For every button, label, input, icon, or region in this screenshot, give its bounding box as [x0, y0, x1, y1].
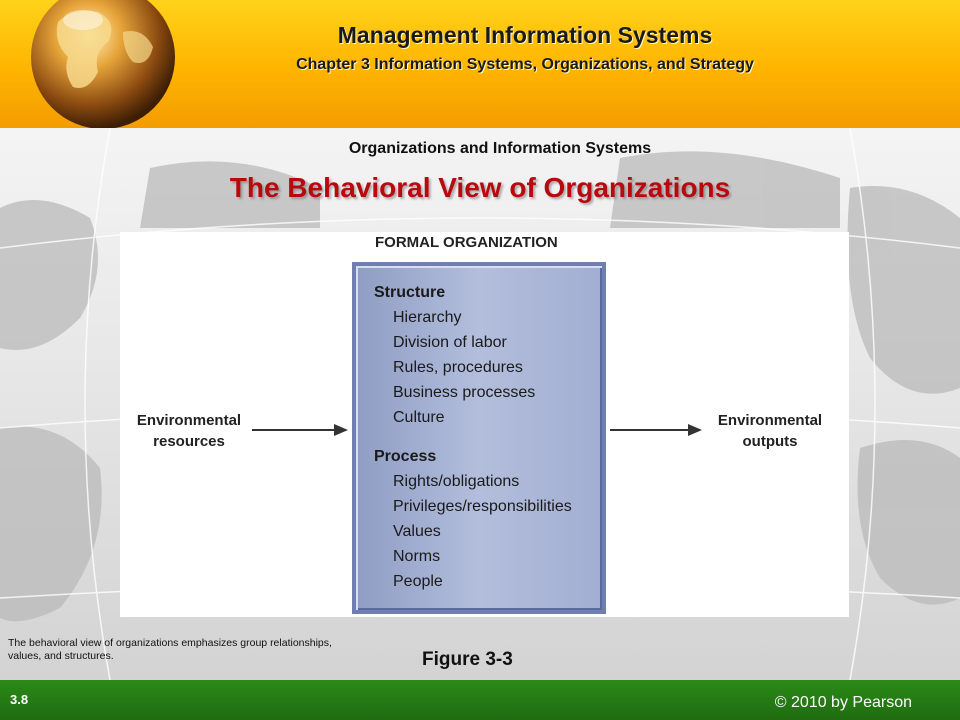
process-heading: Process [374, 448, 437, 465]
input-label-line: Environmental [136, 412, 242, 429]
copyright-text: © 2010 by Pearson [774, 694, 912, 711]
structure-item: Rules, procedures [393, 359, 523, 376]
output-label-line: Environmental [717, 412, 823, 429]
globe-icon [31, 0, 175, 129]
world-map-graphic [0, 128, 960, 680]
slide-header: Management Information Systems Chapter 3… [0, 0, 960, 130]
process-item: Norms [393, 548, 441, 565]
behavioral-view-figure: FORMAL ORGANIZATION Structure Hierarchy … [120, 232, 849, 617]
organization-box: Structure Hierarchy Division of labor Ru… [352, 262, 606, 614]
process-item: People [393, 573, 443, 590]
presentation-title: Management Information Systems [337, 22, 713, 48]
slide-heading: The Behavioral View of Organizations [229, 172, 731, 203]
structure-item: Hierarchy [393, 309, 462, 326]
process-item: Privileges/responsibilities [393, 498, 572, 515]
process-item: Rights/obligations [393, 473, 520, 490]
slide-footer: 3.8 © 2010 by Pearson [0, 680, 960, 720]
figure-number: Figure 3-3 [422, 649, 513, 670]
section-label: Organizations and Information Systems [348, 140, 652, 157]
slide-number: 3.8 [10, 692, 29, 707]
input-label-line: resources [153, 433, 225, 450]
chapter-subtitle: Chapter 3 Information Systems, Organizat… [296, 56, 754, 73]
input-arrow-icon [252, 424, 348, 436]
environmental-outputs-label: Environmental outputs [705, 410, 835, 452]
process-item: Values [393, 523, 441, 540]
output-label-line: outputs [742, 433, 798, 450]
figure-caption-note: The behavioral view of organizations emp… [8, 637, 332, 662]
structure-heading: Structure [374, 284, 446, 301]
formal-organization-label: FORMAL ORGANIZATION [375, 234, 558, 251]
structure-item: Business processes [393, 384, 536, 401]
structure-item: Division of labor [393, 334, 507, 351]
structure-item: Culture [393, 409, 445, 426]
output-arrow-icon [610, 424, 702, 436]
environmental-resources-label: Environmental resources [124, 410, 254, 452]
